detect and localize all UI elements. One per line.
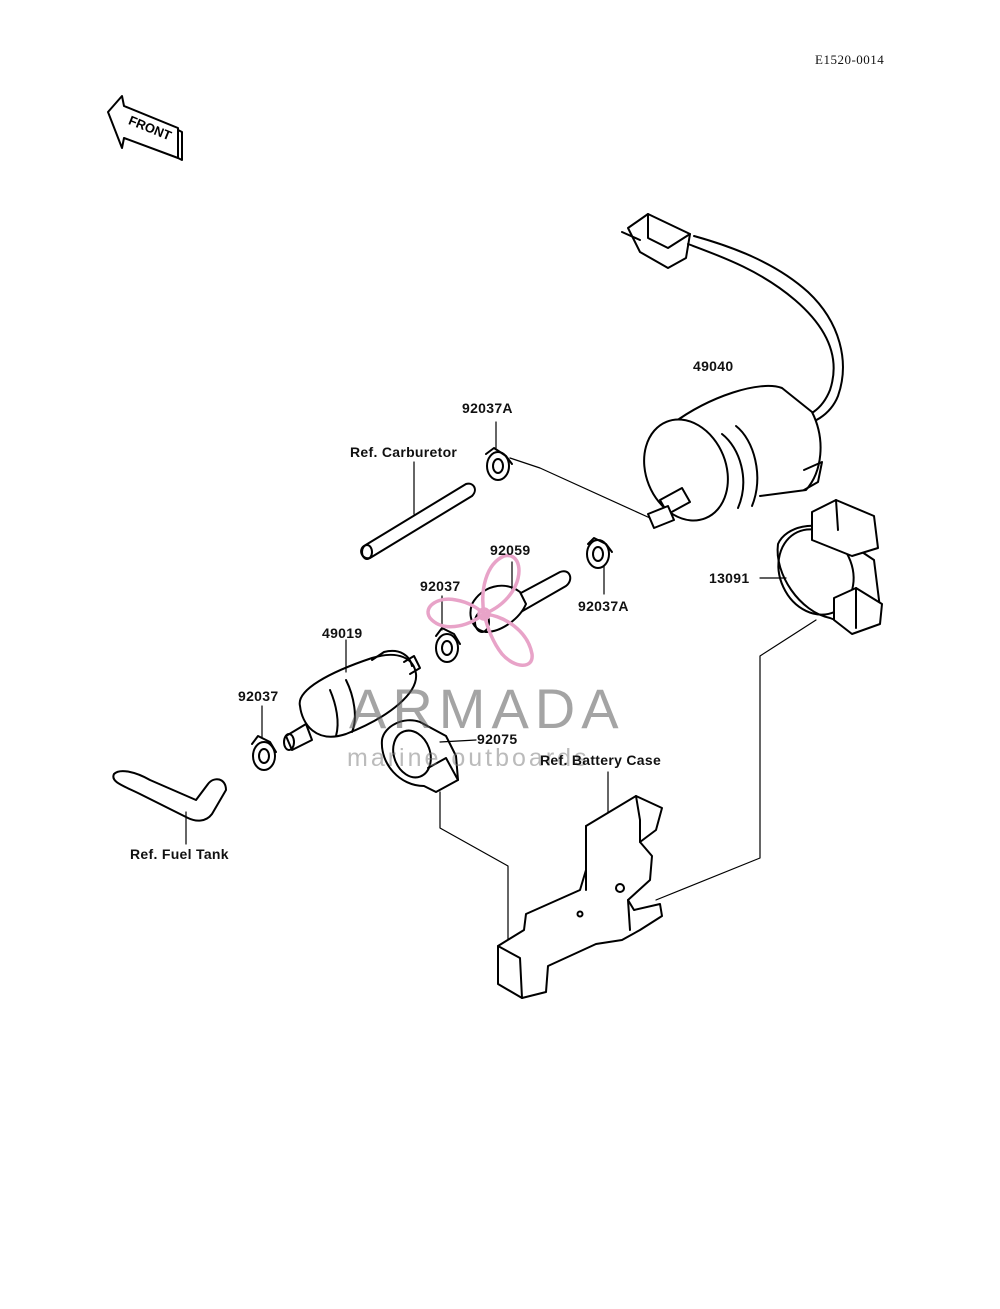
hose-clamp-92037-left (251, 735, 277, 771)
front-label: FRONT (126, 113, 173, 144)
hose-clamp-92037A-right (586, 537, 613, 569)
label-92037A-top: 92037A (462, 400, 513, 416)
leader-92037A-top (509, 457, 651, 519)
watermark-tagline: marine outboards (347, 744, 590, 772)
battery-case-bracket (497, 795, 663, 999)
label-92037A-right: 92037A (578, 598, 629, 614)
label-ref-battery-case: Ref. Battery Case (540, 752, 662, 768)
label-92037-left: 92037 (238, 688, 279, 704)
label-92037-mid: 92037 (420, 578, 461, 594)
armada-propeller-logo-icon (426, 553, 534, 667)
label-13091: 13091 (709, 570, 750, 586)
label-49040: 49040 (693, 358, 734, 374)
leader-92075 (439, 739, 477, 743)
leader-13091-to-case (655, 619, 817, 901)
diagram-code: E1520-0014 (815, 52, 885, 67)
fuel-tank-hose (112, 770, 227, 822)
label-92059: 92059 (490, 542, 531, 558)
carburetor-hose (360, 482, 476, 560)
fuel-pump-49040 (621, 213, 844, 529)
label-ref-carburetor: Ref. Carburetor (350, 444, 458, 460)
label-92075: 92075 (477, 731, 518, 747)
filter-cushion-92075 (380, 719, 459, 793)
label-ref-fuel-tank: Ref. Fuel Tank (130, 846, 229, 862)
front-label-layer: FRONT (126, 113, 173, 144)
label-49019: 49019 (322, 625, 363, 641)
watermark-brand-name: ARMADA (349, 677, 625, 740)
fuel-filter-49019 (283, 650, 421, 751)
front-arrow-icon (107, 95, 183, 161)
leader-92075-to-case (439, 791, 509, 941)
hose-clamp-92037-mid (435, 627, 461, 663)
pump-holder-13091 (776, 499, 883, 635)
hose-clamp-92037A-top (485, 447, 513, 481)
